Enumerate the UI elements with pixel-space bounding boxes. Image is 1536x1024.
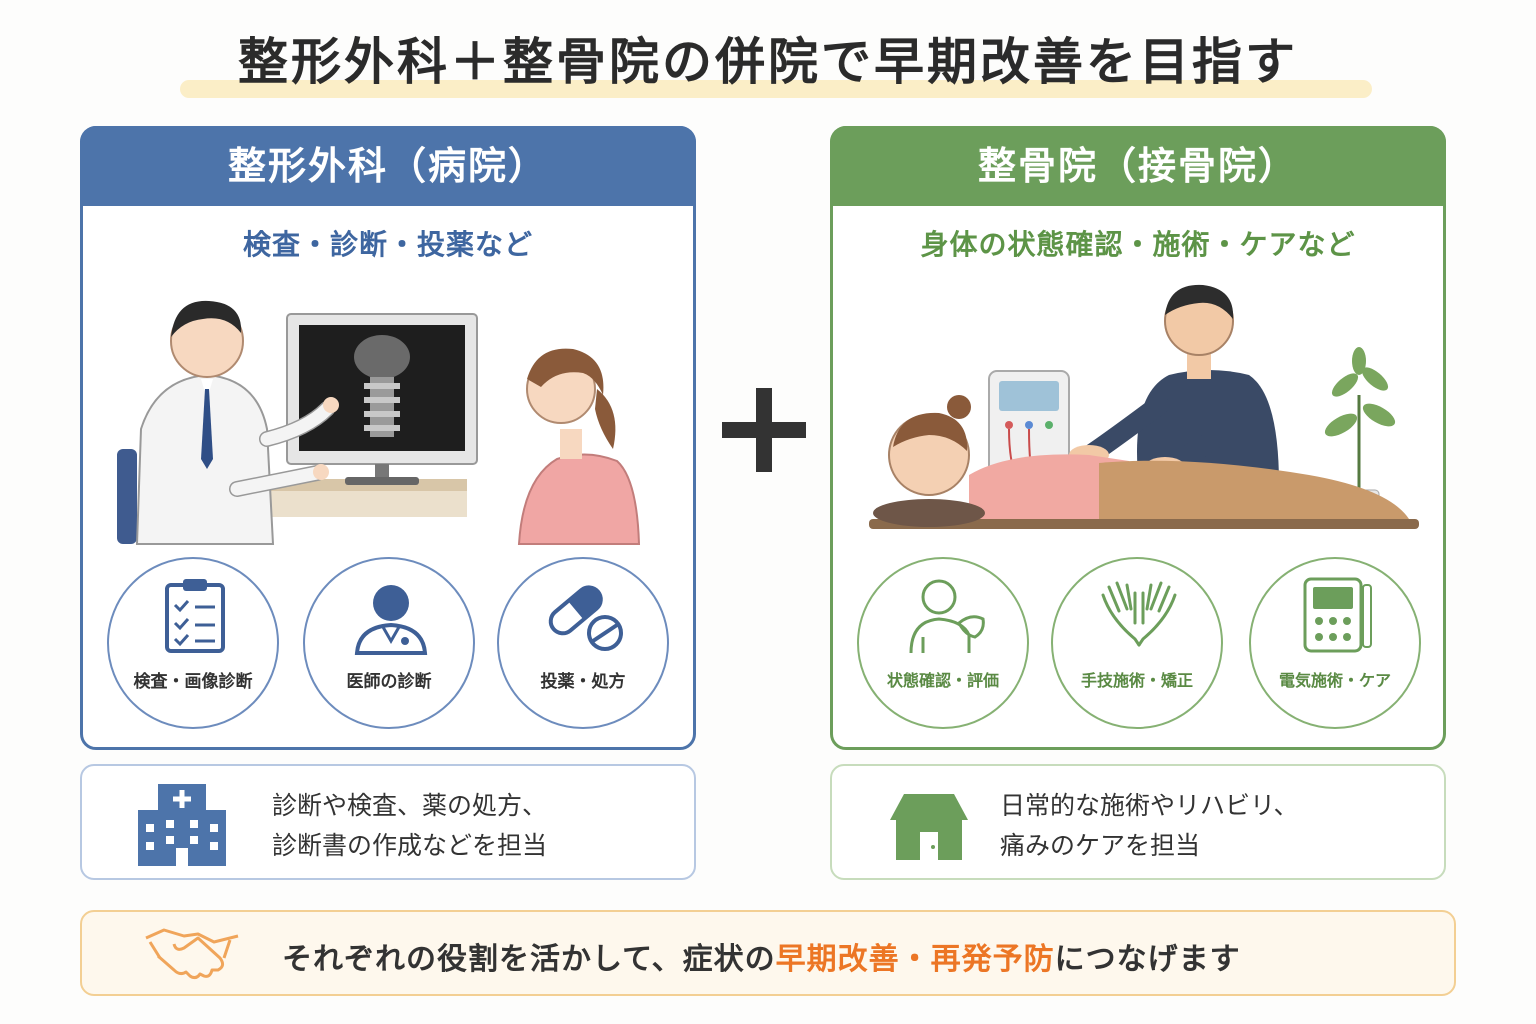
bonesetter-subtitle: 身体の状態確認・施術・ケアなど: [920, 228, 1356, 261]
doctor-icon: [354, 585, 428, 655]
summary-text: それぞれの役割を活かして、症状の早期改善・再発予防につなげます: [282, 934, 1241, 978]
orthopedics-note-line1: 診断や検査、薬の処方、: [272, 791, 548, 820]
summary-banner: それぞれの役割を活かして、症状の早期改善・再発予防につなげます: [80, 910, 1456, 996]
orthopedics-subtitle: 検査・診断・投薬など: [242, 228, 533, 261]
summary-text-pre: それぞれの役割を活かして、症状の: [282, 942, 776, 977]
page-title: 整形外科＋整骨院の併院で早期改善を目指す: [238, 33, 1298, 91]
bonesetter-note-text: 日常的な施術やリハビリ、 痛みのケアを担当: [1000, 786, 1299, 866]
orthopedics-panel: 整形外科（病院） 検査・診断・投薬など: [80, 126, 696, 750]
clipboard-checklist-icon: [165, 579, 225, 653]
bonesetter-note: 日常的な施術やリハビリ、 痛みのケアを担当: [830, 764, 1446, 880]
doctor-diagnosis-label: 医師の診断: [346, 672, 432, 692]
bonesetter-header: 整骨院（接骨院）: [830, 126, 1446, 206]
electro-therapy-label: 電気施術・ケア: [1278, 671, 1391, 690]
exam-imaging-label: 検査・画像診断: [133, 672, 253, 692]
orthopedics-note: 診断や検査、薬の処方、 診断書の作成などを担当: [80, 764, 696, 880]
therapist-treatment-illustration: [869, 284, 1419, 529]
summary-highlight: 早期改善・再発予防: [775, 942, 1055, 977]
assessment-label: 状態確認・評価: [886, 671, 999, 690]
handshake-icon: [145, 928, 239, 980]
bonesetter-panel: 整骨院（接骨院） 身体の状態確認・施術・ケアなど: [830, 126, 1446, 750]
manual-therapy-circle: 手技施術・矯正: [1051, 557, 1223, 729]
plus-icon: [722, 388, 806, 472]
orthopedics-header: 整形外科（病院）: [80, 126, 696, 206]
exam-imaging-circle: 検査・画像診断: [107, 557, 279, 729]
assessment-circle: 状態確認・評価: [857, 557, 1029, 729]
pills-icon: [548, 585, 623, 651]
hospital-icon: [138, 784, 226, 866]
medication-circle: 投薬・処方: [497, 557, 669, 729]
doctor-diagnosis-circle: 医師の診断: [303, 557, 475, 729]
bonesetter-note-line2: 痛みのケアを担当: [1000, 831, 1201, 860]
house-icon: [890, 794, 968, 860]
electro-device-icon: [1303, 577, 1372, 653]
hands-icon: [1101, 581, 1177, 647]
summary-text-post: につなげます: [1054, 942, 1241, 977]
title-underline: [180, 80, 1372, 98]
manual-therapy-label: 手技施術・矯正: [1080, 671, 1193, 690]
medication-label: 投薬・処方: [540, 672, 626, 692]
bonesetter-note-line1: 日常的な施術やリハビリ、: [1000, 791, 1299, 820]
orthopedics-note-line2: 診断書の作成などを担当: [272, 831, 548, 860]
electro-therapy-circle: 電気施術・ケア: [1249, 557, 1421, 729]
shoulder-check-icon: [909, 579, 985, 654]
orthopedics-note-text: 診断や検査、薬の処方、 診断書の作成などを担当: [272, 786, 547, 866]
doctor-xray-illustration: [117, 300, 641, 545]
